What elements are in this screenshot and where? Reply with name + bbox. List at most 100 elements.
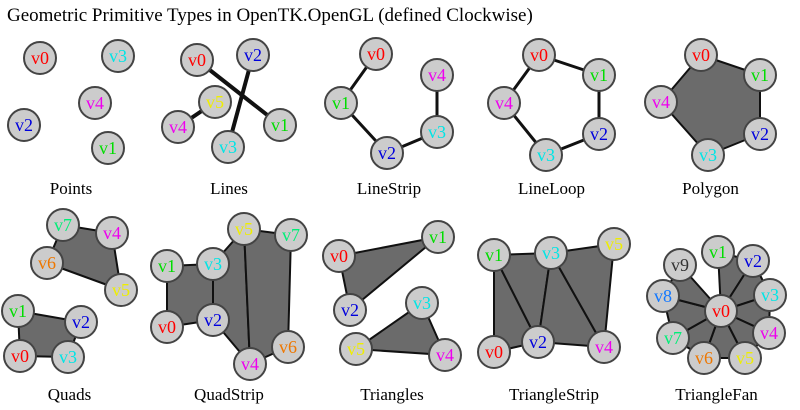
vertex-v2: v2 xyxy=(196,303,230,337)
vertex-label: v3 xyxy=(542,243,560,263)
vertex-label: v5 xyxy=(347,339,365,359)
vertex-label: v1 xyxy=(332,93,350,113)
vertex-v3: v3 xyxy=(196,247,230,281)
edge-line xyxy=(195,58,282,127)
vertex-label: v2 xyxy=(378,143,396,163)
vertex-label: v4 xyxy=(652,92,670,112)
vertex-label: v1 xyxy=(751,65,769,85)
vertex-label: v4 xyxy=(169,117,187,137)
vertex-v4: v4 xyxy=(78,86,112,120)
vertex-label: v2 xyxy=(244,45,262,65)
vertex-v1: v1 xyxy=(1,294,35,328)
vertex-label: v0 xyxy=(158,317,176,337)
vertex-circle xyxy=(211,130,245,164)
vertex-label: v5 xyxy=(235,219,253,239)
vertex-v5: v5 xyxy=(198,85,232,119)
vertex-v0: v0 xyxy=(684,38,718,72)
vertex-circle xyxy=(101,39,135,73)
vertex-label: v3 xyxy=(537,145,555,165)
vertex-v3: v3 xyxy=(211,130,245,164)
vertex-circle xyxy=(582,58,616,92)
vertex-v6: v6 xyxy=(271,330,305,364)
vertex-label: v2 xyxy=(204,310,222,330)
page-title: Geometric Primitive Types in OpenTK.Open… xyxy=(7,5,533,26)
vertex-label: v4 xyxy=(595,337,613,357)
vertex-circle xyxy=(405,286,439,320)
vertex-circle xyxy=(522,38,556,72)
vertex-label: v4 xyxy=(103,223,121,243)
vertex-v3: v3 xyxy=(51,340,85,374)
vertex-v2: v2 xyxy=(370,136,404,170)
vertex-circle xyxy=(529,138,563,172)
vertex-circle xyxy=(684,38,718,72)
vertex-circle xyxy=(370,136,404,170)
vertex-circle xyxy=(339,332,373,366)
vertex-v2: v2 xyxy=(64,305,98,339)
vertex-v5: v5 xyxy=(597,227,631,261)
vertex-v4: v4 xyxy=(95,216,129,250)
vertex-circle xyxy=(359,37,393,71)
vertex-label: v1 xyxy=(590,65,608,85)
vertex-label: v7 xyxy=(282,225,300,245)
primitive-caption: LineLoop xyxy=(518,179,585,198)
vertex-label: v2 xyxy=(751,124,769,144)
vertex-label: v2 xyxy=(529,332,547,352)
vertex-v5: v5 xyxy=(728,341,762,375)
vertex-v0: v0 xyxy=(150,310,184,344)
vertex-v1: v1 xyxy=(582,58,616,92)
vertex-v0: v0 xyxy=(522,38,556,72)
primitive-caption: Lines xyxy=(210,179,248,198)
vertex-v2: v2 xyxy=(333,293,367,327)
vertex-label: v7 xyxy=(664,328,682,348)
vertex-label: v4 xyxy=(495,93,513,113)
vertex-v3: v3 xyxy=(691,138,725,172)
vertex-circle xyxy=(274,218,308,252)
vertex-circle xyxy=(91,131,125,165)
vertex-label: v2 xyxy=(341,300,359,320)
vertex-v1: v1 xyxy=(701,235,735,269)
vertex-label: v1 xyxy=(99,138,117,158)
vertex-v2: v2 xyxy=(7,108,41,142)
vertex-v1: v1 xyxy=(263,108,297,142)
vertex-circle xyxy=(691,138,725,172)
vertex-v5: v5 xyxy=(104,273,138,307)
vertex-circle xyxy=(704,294,738,328)
vertex-v1: v1 xyxy=(91,131,125,165)
vertex-label: v3 xyxy=(413,293,431,313)
vertex-label: v9 xyxy=(671,255,689,275)
primitive-caption: QuadStrip xyxy=(194,385,264,404)
vertex-v5: v5 xyxy=(339,332,373,366)
vertex-circle xyxy=(51,340,85,374)
vertex-v0: v0 xyxy=(322,239,356,273)
vertex-circle xyxy=(78,86,112,120)
vertex-circle xyxy=(3,339,37,373)
vertex-circle xyxy=(687,341,721,375)
vertex-label: v0 xyxy=(367,44,385,64)
vertex-v2: v2 xyxy=(736,244,770,278)
primitive-caption: Quads xyxy=(48,385,91,404)
vertex-label: v0 xyxy=(11,346,29,366)
vertex-circle xyxy=(196,247,230,281)
vertex-circle xyxy=(236,38,270,72)
vertex-label: v1 xyxy=(158,256,176,276)
vertex-label: v3 xyxy=(109,46,127,66)
vertex-v4: v4 xyxy=(487,86,521,120)
vertex-circle xyxy=(736,244,770,278)
vertex-v4: v4 xyxy=(644,85,678,119)
vertex-circle xyxy=(420,115,454,149)
vertex-circle xyxy=(587,330,621,364)
vertex-label: v3 xyxy=(219,137,237,157)
vertex-circle xyxy=(333,293,367,327)
vertex-v3: v3 xyxy=(101,39,135,73)
vertex-v1: v1 xyxy=(421,220,455,254)
vertex-v0: v0 xyxy=(3,339,37,373)
vertex-label: v2 xyxy=(15,115,33,135)
vertex-v4: v4 xyxy=(420,58,454,92)
vertex-v7: v7 xyxy=(656,321,690,355)
